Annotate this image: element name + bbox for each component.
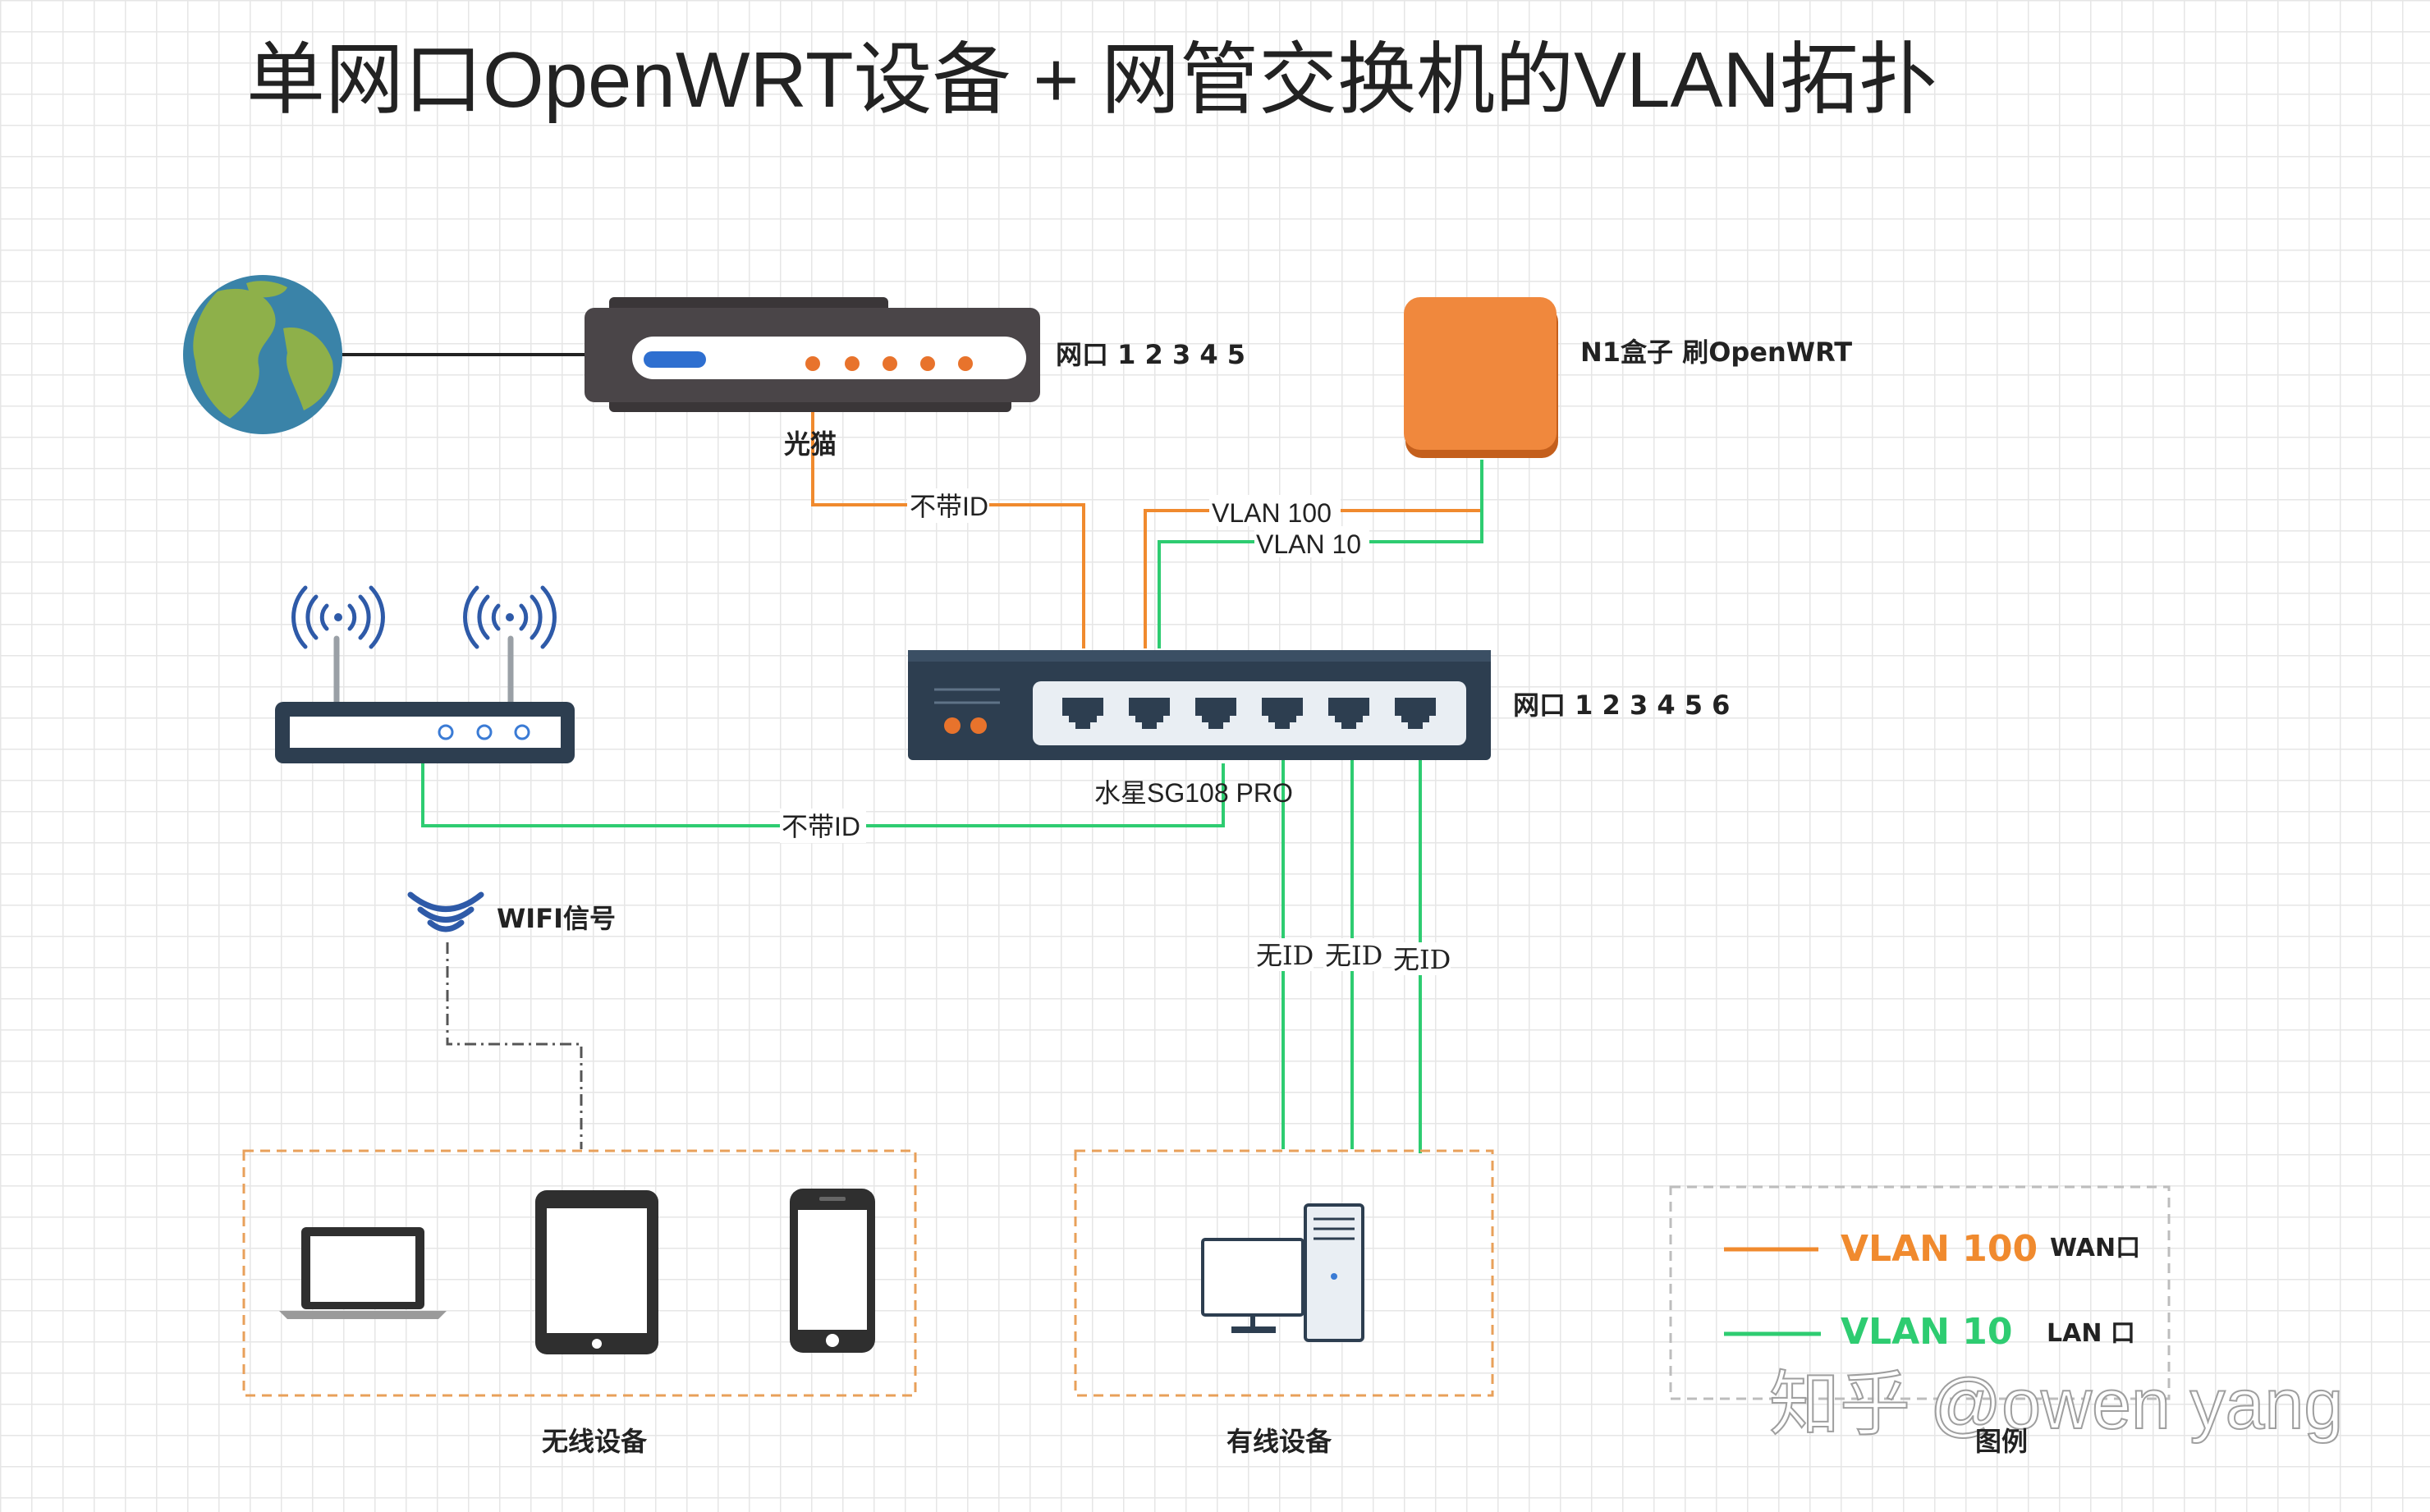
legend-desc-vlan10: LAN 口 bbox=[2047, 1319, 2135, 1348]
n1-box-label: N1盒子 刷OpenWRT bbox=[1580, 337, 1852, 368]
watermark: 知乎 @owen yang bbox=[1769, 1365, 2343, 1444]
wifi-link bbox=[446, 942, 583, 1149]
wired-link-2-label: 无ID bbox=[1325, 940, 1382, 971]
modem-icon bbox=[585, 297, 1040, 412]
wired-group-box bbox=[1074, 1149, 1494, 1397]
legend-title: 图例 bbox=[1975, 1426, 2028, 1457]
wifi-signal-icon bbox=[407, 891, 484, 932]
globe-icon bbox=[183, 275, 342, 434]
wired-link-3-label: 无ID bbox=[1393, 944, 1451, 975]
wired-group-label: 有线设备 bbox=[1226, 1426, 1332, 1457]
n1-box-icon bbox=[1404, 297, 1558, 458]
tablet-icon bbox=[535, 1190, 658, 1354]
laptop-icon bbox=[279, 1227, 447, 1319]
switch-ports-label: 网口 1 2 3 4 5 6 bbox=[1513, 690, 1730, 721]
modem-switch-link-label: 不带ID bbox=[910, 492, 988, 521]
phone-icon bbox=[790, 1189, 875, 1353]
vlan100-link-label: VLAN 100 bbox=[1212, 498, 1332, 528]
switch-label: 水星SG108 PRO bbox=[1094, 778, 1293, 808]
wireless-group-label: 无线设备 bbox=[542, 1426, 648, 1457]
vlan10-link-label: VLAN 10 bbox=[1256, 529, 1361, 559]
router-switch-link-label: 不带ID bbox=[782, 812, 860, 841]
legend-label-vlan100: VLAN 100 bbox=[1841, 1228, 2038, 1270]
wired-link-1-label: 无ID bbox=[1256, 940, 1314, 971]
legend-label-vlan10: VLAN 10 bbox=[1841, 1311, 2013, 1353]
modem-ports-label: 网口 1 2 3 4 5 bbox=[1056, 339, 1245, 370]
legend-box bbox=[1669, 1185, 2171, 1400]
wifi-signal-label: WIFI信号 bbox=[497, 903, 616, 934]
desktop-computer-icon bbox=[1201, 1203, 1364, 1342]
wireless-group-box bbox=[242, 1149, 917, 1397]
diagram-title: 单网口OpenWRT设备 + 网管交换机的VLAN拓扑 bbox=[246, 36, 1937, 124]
modem-label: 光猫 bbox=[784, 428, 837, 460]
antenna-signal-icon bbox=[291, 585, 557, 649]
legend-desc-vlan100: WAN口 bbox=[2050, 1234, 2140, 1262]
wifi-router-icon bbox=[275, 635, 575, 763]
switch-icon bbox=[908, 650, 1491, 760]
